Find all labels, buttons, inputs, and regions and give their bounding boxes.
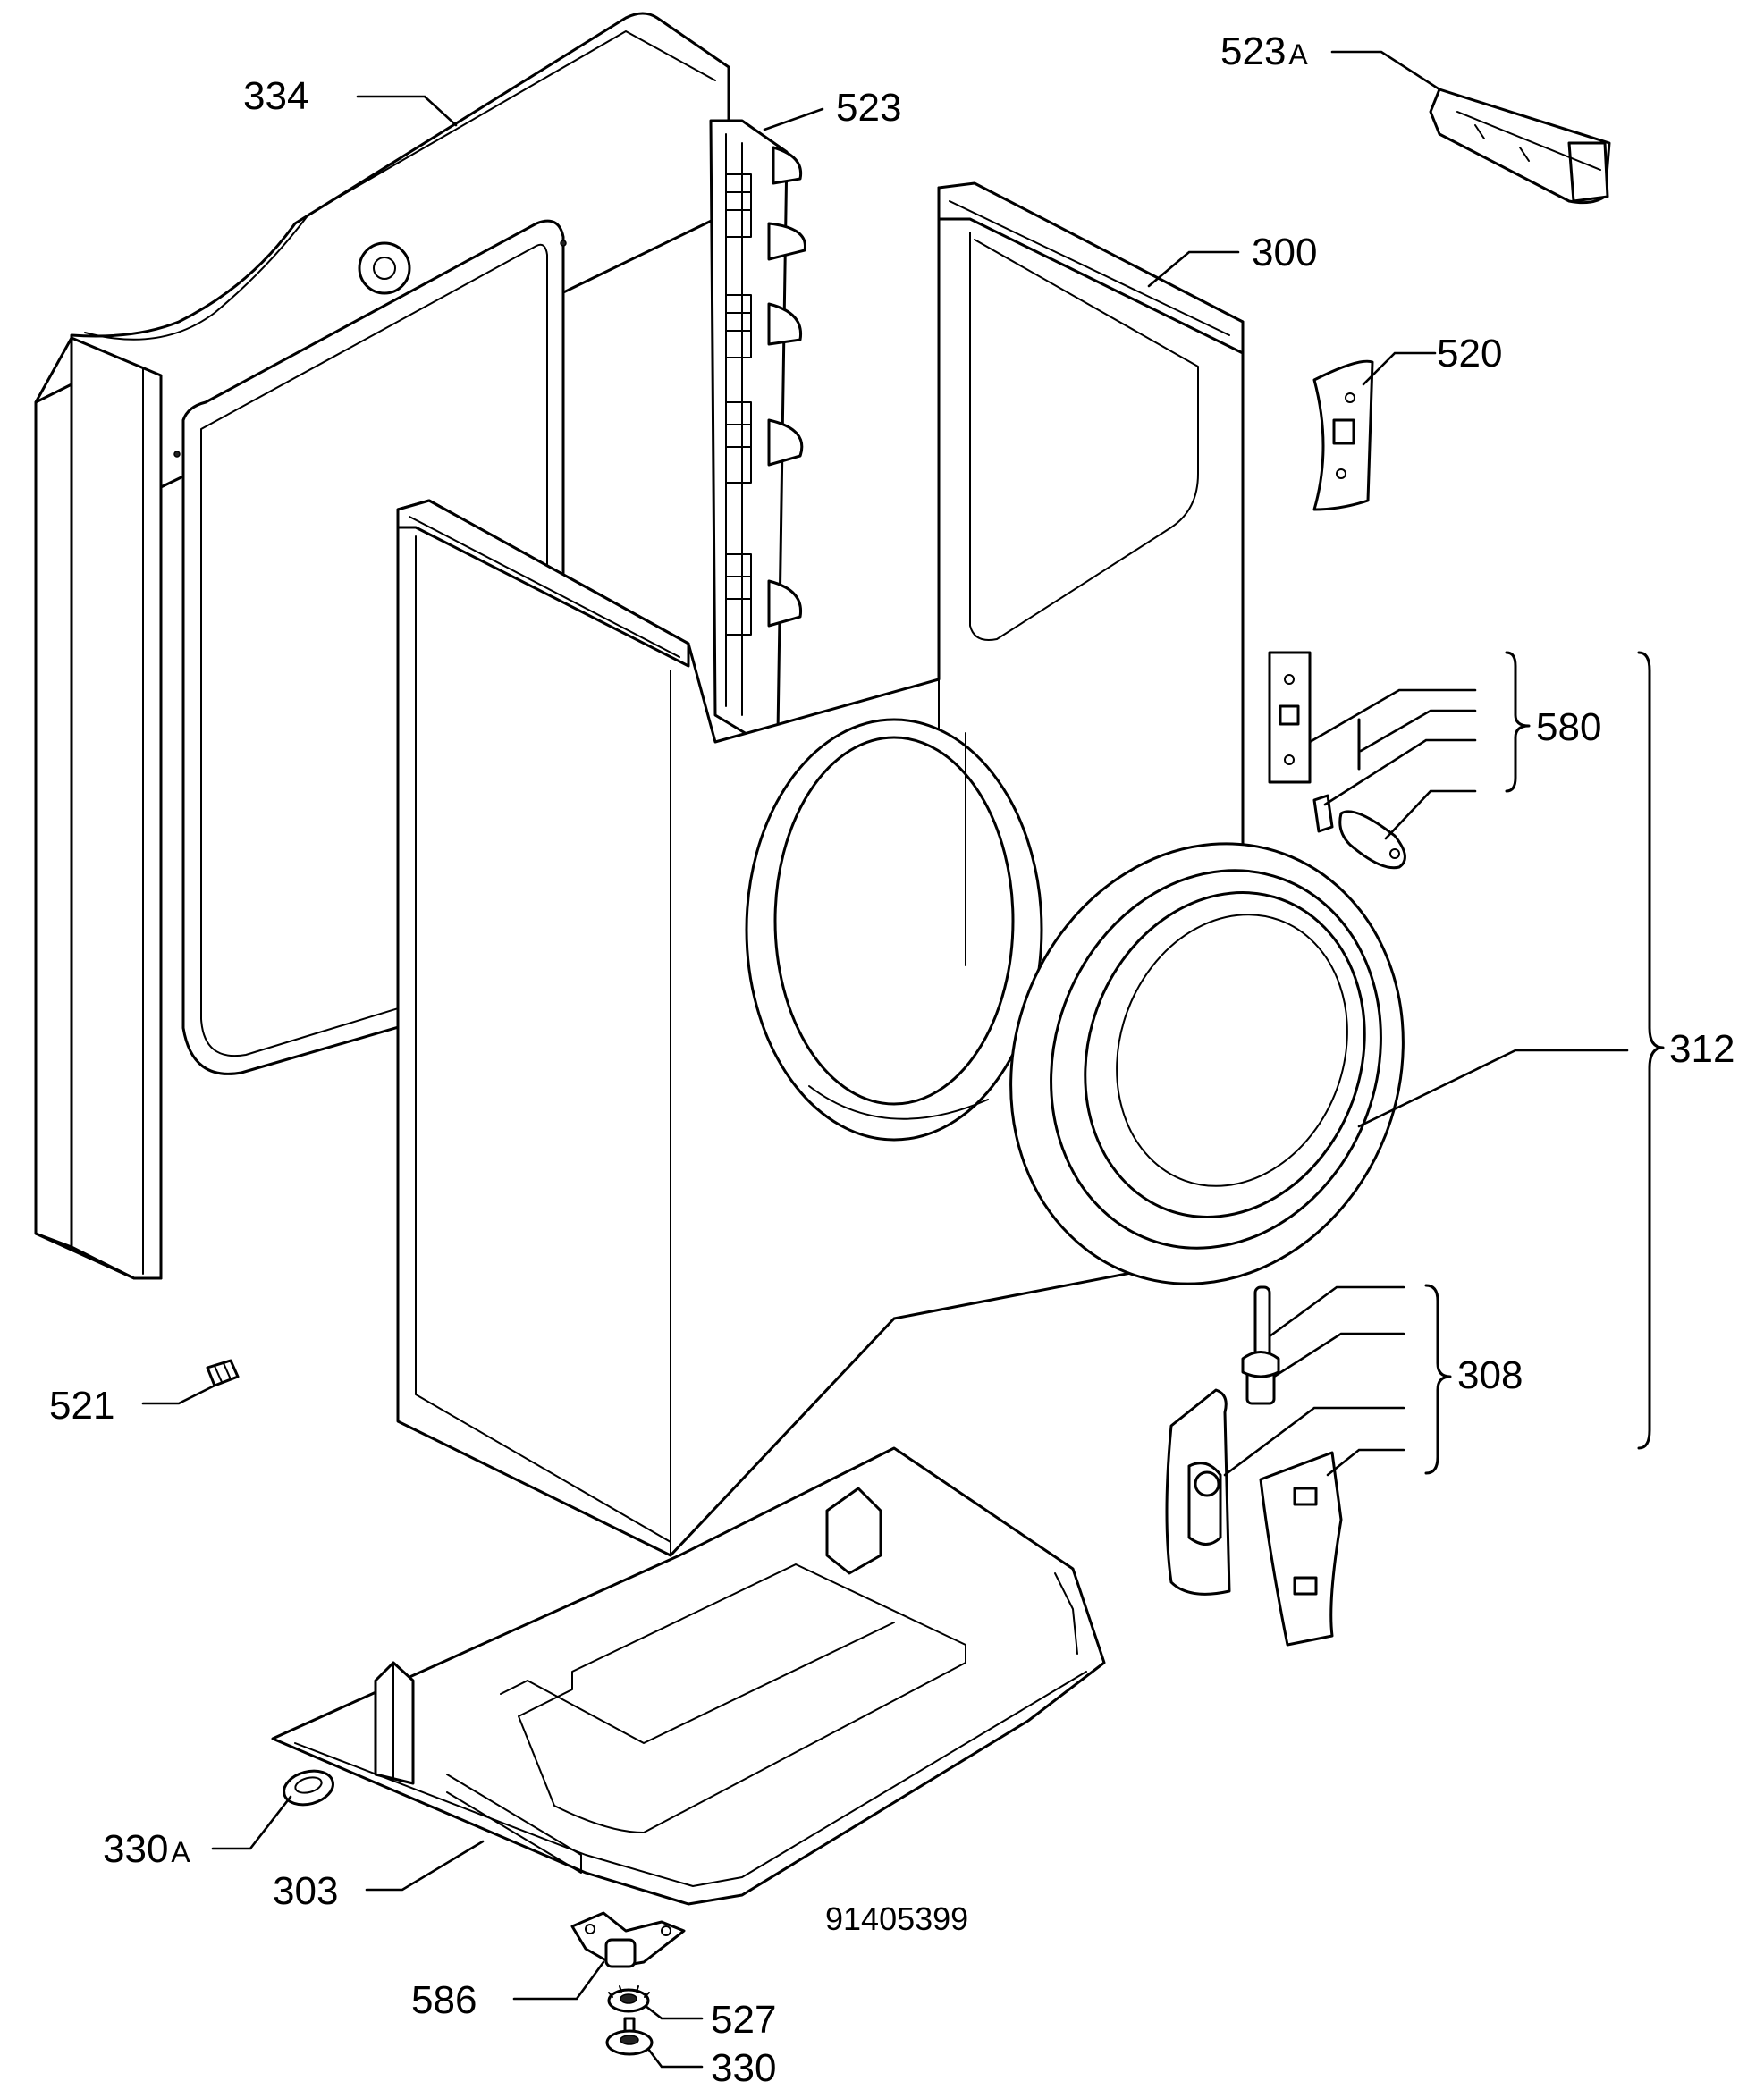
- part-312-door-ring: [1009, 842, 1405, 1285]
- label-586: 586: [411, 1978, 477, 2022]
- label-308: 308: [1457, 1353, 1523, 1397]
- label-312: 312: [1669, 1027, 1734, 1071]
- part-330-foot: [605, 2017, 654, 2056]
- brace-312: [1637, 651, 1665, 1450]
- label-303: 303: [273, 1869, 338, 1913]
- label-523a: 523A: [1220, 29, 1308, 73]
- part-521-screw: [206, 1359, 240, 1387]
- part-523-control-rail: [709, 119, 806, 744]
- part-330a-foot-pad: [283, 1769, 334, 1807]
- label-580: 580: [1536, 705, 1601, 749]
- part-586-foot-bracket: [570, 1911, 686, 1968]
- label-521: 521: [49, 1384, 114, 1428]
- label-330a: 330A: [103, 1827, 190, 1871]
- label-334: 334: [243, 74, 308, 118]
- brace-580: [1308, 651, 1531, 840]
- brace-308: [1223, 1284, 1452, 1477]
- part-520-hinge-plate: [1312, 359, 1374, 511]
- part-308-hinge-assembly: [1165, 1285, 1343, 1647]
- label-523: 523: [836, 86, 901, 130]
- part-523a-bracket: [1429, 88, 1611, 205]
- label-300: 300: [1252, 231, 1317, 274]
- drawing-number: 91405399: [825, 1900, 968, 1937]
- part-300-cabinet: [396, 181, 1245, 1557]
- leader-lines: [141, 50, 1629, 2069]
- label-520: 520: [1437, 332, 1502, 375]
- label-527: 527: [711, 1998, 776, 2042]
- part-303-base-frame: [271, 1446, 1106, 1906]
- part-527-nut: [607, 1985, 650, 2013]
- part-labels: 334 523 523A 300 520 580 312 308 521 330…: [49, 29, 1734, 2090]
- rail-vent-slots: [725, 173, 752, 636]
- part-580-lock-assembly: [1268, 651, 1406, 870]
- label-330: 330: [711, 2046, 776, 2090]
